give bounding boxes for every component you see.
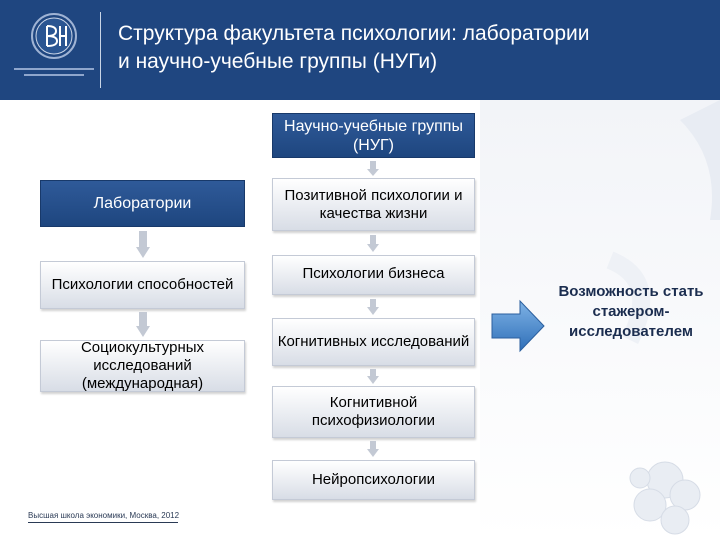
nug-box-2: Психологии бизнеса — [272, 255, 475, 295]
slide-title: Структура факультета психологии: лаборат… — [118, 20, 708, 76]
nug-label-5: Нейропсихологии — [311, 471, 436, 488]
nug-label-1: Позитивной психологии и качества жизни — [284, 186, 463, 222]
nug-box-1: Позитивной психологии и качества жизни — [272, 178, 475, 231]
nug-header-box: Научно-учебные группы (НУГ) — [272, 113, 475, 158]
connector-arrow-lab-1 — [136, 231, 150, 258]
connector-arrow-nug-2 — [367, 235, 379, 252]
lab-label-1: Психологии способностей — [51, 276, 234, 293]
nug-label-3: Когнитивных исследований — [277, 333, 470, 350]
lab-box-2: Социокультурных исследований (международ… — [40, 339, 245, 392]
nug-header-label: Научно-учебные группы (НУГ) — [284, 117, 463, 154]
lab-label-2: Социокультурных исследований (международ… — [80, 339, 205, 392]
nug-box-5: Нейропсихологии — [272, 460, 475, 500]
right-arrow-icon — [491, 299, 545, 353]
connector-arrow-nug-4 — [367, 369, 379, 384]
nug-label-2: Психологии бизнеса — [302, 265, 445, 282]
header-divider — [100, 12, 101, 88]
nug-label-4: Когнитивной психофизиологии — [311, 394, 436, 429]
labs-header-box: Лаборатории — [40, 180, 245, 227]
title-line-1: Структура факультета психологии: лаборат… — [118, 22, 590, 45]
labs-header-label: Лаборатории — [93, 194, 192, 212]
result-text: Возможность стать стажером-исследователе… — [558, 283, 704, 340]
footer-divider — [28, 522, 178, 523]
hse-logo — [14, 13, 94, 76]
lab-box-1: Психологии способностей — [40, 261, 245, 309]
connector-arrow-nug-5 — [367, 441, 379, 457]
nug-box-4: Когнитивной психофизиологии — [272, 386, 475, 438]
nug-box-3: Когнитивных исследований — [272, 318, 475, 366]
slide-header — [0, 0, 720, 100]
connector-arrow-lab-2 — [136, 312, 150, 337]
footer-text: Высшая школа экономики, Москва, 2012 — [28, 511, 180, 520]
connector-arrow-nug-1 — [367, 161, 379, 176]
connector-arrow-nug-3 — [367, 299, 379, 315]
title-line-2: и научно-учебные группы (НУГи) — [118, 50, 438, 73]
